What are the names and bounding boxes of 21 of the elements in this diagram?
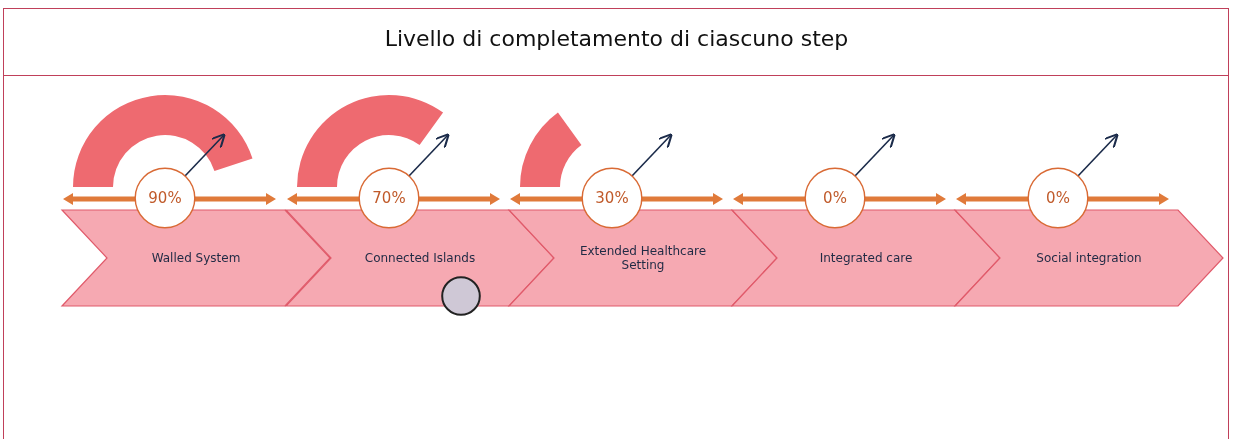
step-label: Connected Islands <box>363 251 477 265</box>
marker-circle <box>441 276 481 316</box>
chevron-step <box>62 210 330 306</box>
chevron-step <box>955 210 1223 306</box>
step-label: Integrated care <box>818 251 914 265</box>
percentage-circle <box>358 167 420 229</box>
chevron-step <box>509 210 777 306</box>
percentage-value: 0% <box>1046 189 1070 207</box>
percentage-value: 30% <box>595 189 629 207</box>
percentage-value: 90% <box>148 189 182 207</box>
chevron-step <box>732 210 1000 306</box>
percentage-circle <box>1027 167 1089 229</box>
percentage-circle <box>581 167 643 229</box>
percentage-value: 70% <box>372 189 406 207</box>
percentage-circle <box>134 167 196 229</box>
step-label: Walled System <box>150 251 242 265</box>
step-label: Social integration <box>1035 251 1143 265</box>
percentage-value: 0% <box>823 189 847 207</box>
percentage-circle <box>804 167 866 229</box>
title: Livello di completamento di ciascuno step <box>383 26 850 51</box>
step-label: Extended Healthcare Setting <box>578 244 708 272</box>
